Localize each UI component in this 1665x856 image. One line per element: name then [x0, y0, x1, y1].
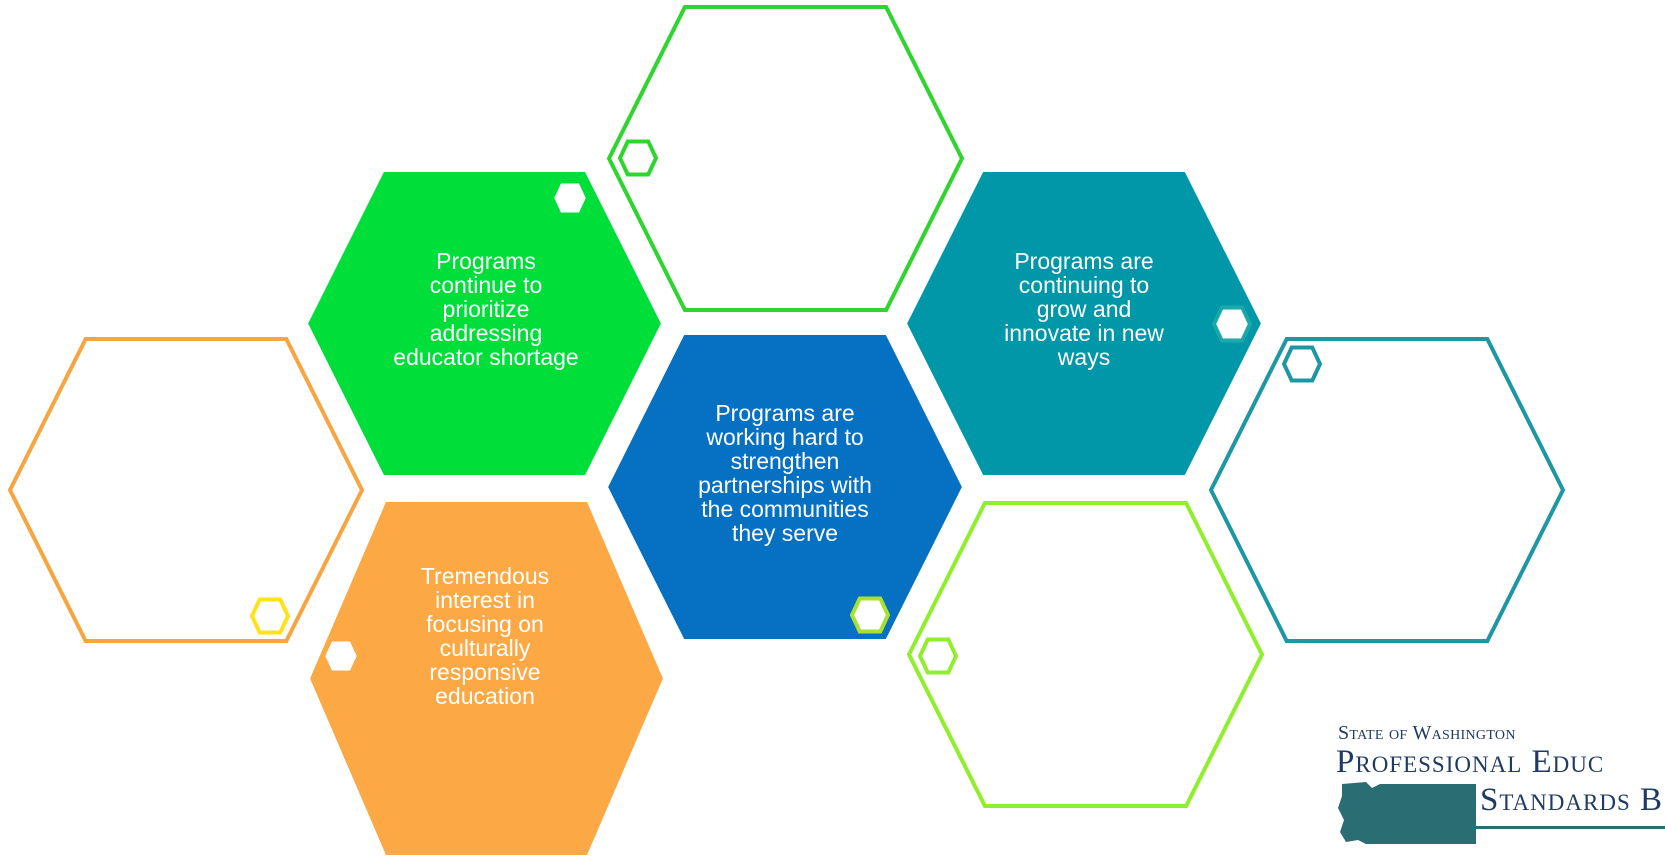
- small-hexagon-small-lime: [917, 637, 959, 675]
- small-hexagon-small-blue: [849, 596, 891, 634]
- small-hexagon-small-orange: [320, 637, 362, 675]
- small-hexagon-small-teal: [1211, 305, 1253, 343]
- hexagon-left-outline-orange: [7, 337, 365, 643]
- small-hexagon-small-green: [549, 179, 591, 217]
- logo-state-line: State of Washington: [1338, 722, 1516, 744]
- hexagon-bottom-orange: [307, 500, 666, 856]
- hexagon-far-right-outline-teal: [1208, 337, 1566, 643]
- small-hexagon-small-orange-outline: [249, 597, 291, 635]
- logo-professional-line: Professional Educ: [1336, 744, 1605, 780]
- logo-standards-line: Standards B: [1480, 782, 1664, 818]
- hexagon-center-blue: [605, 333, 965, 641]
- hexagon-left-green: [305, 170, 664, 477]
- pesb-logo: State of Washington Professional Educ St…: [1336, 722, 1665, 856]
- hexagon-label-bottom-orange: Tremendous interest in focusing on cultu…: [420, 563, 550, 709]
- logo-underline: [1476, 826, 1665, 829]
- small-hexagon-small-top: [617, 139, 659, 177]
- hexagon-label-left-green: Programs continue to prioritize addressi…: [393, 248, 579, 370]
- hexagon-right-teal: [904, 170, 1264, 477]
- hexagon-bottom-outline-lime: [906, 501, 1265, 808]
- small-hexagon-small-far-right: [1281, 345, 1323, 383]
- washington-state-map-icon: [1338, 782, 1476, 844]
- hexagon-label-right-teal: Programs are continuing to grow and inno…: [1004, 248, 1164, 370]
- hexagon-top-outline: [606, 5, 965, 312]
- hexagon-label-center-blue: Programs are working hard to strengthen …: [698, 400, 872, 546]
